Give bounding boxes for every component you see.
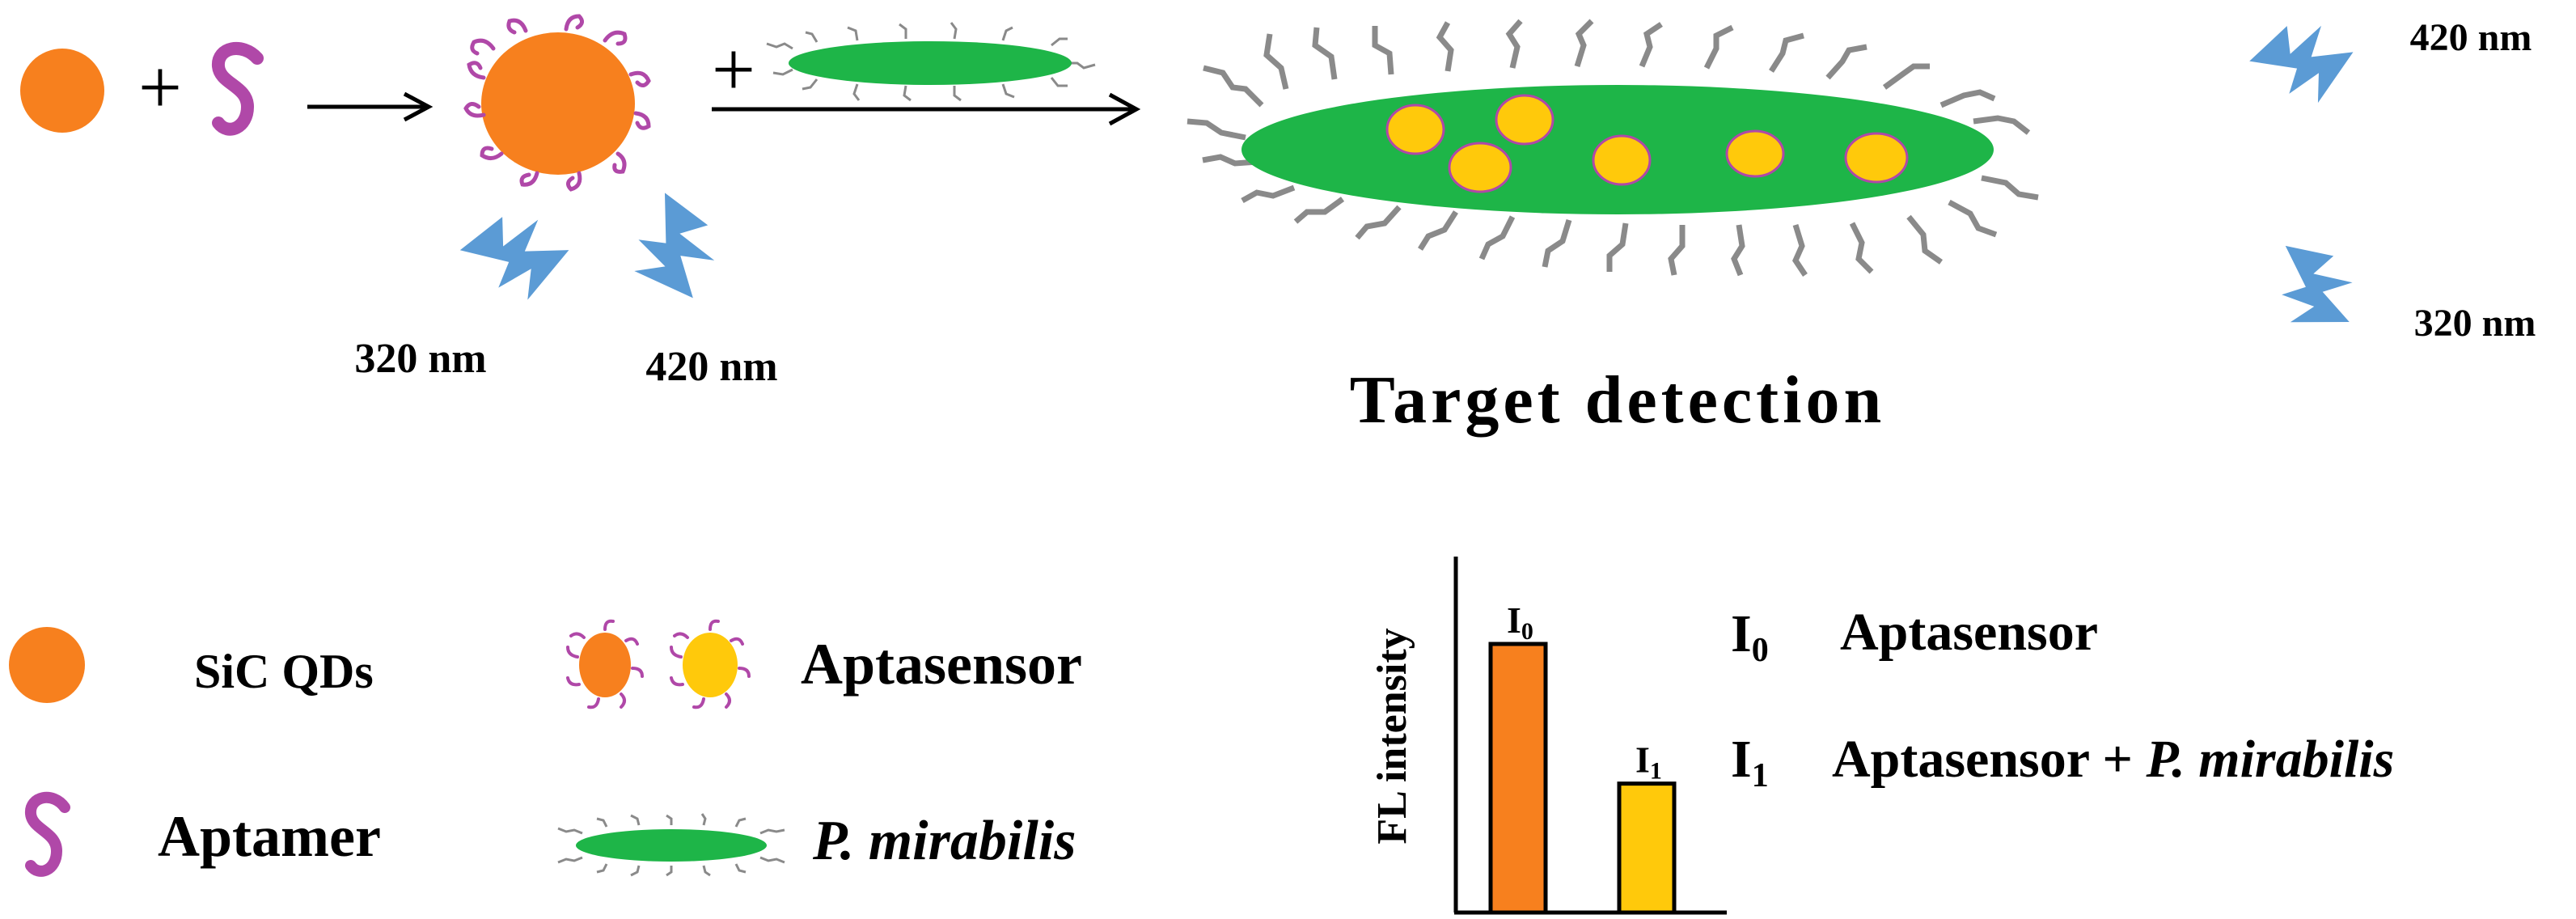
svg-text:I0: I0 <box>1731 604 1769 669</box>
bacterium-small-top <box>766 22 1096 102</box>
svg-text:Aptasensor + P. mirabilis: Aptasensor + P. mirabilis <box>1832 730 2394 789</box>
bar-i0 <box>1488 642 1548 915</box>
chart-legend-i1-sub: 1 <box>1752 757 1769 794</box>
legend-aptamer-label: Aptamer <box>158 804 381 869</box>
legend-p-mirabilis-label: P. mirabilis <box>812 810 1076 872</box>
chart-legend-i1-main: I <box>1731 730 1752 789</box>
aptamer-icon <box>212 41 264 136</box>
chart-legend-i1-text: Aptasensor + <box>1832 730 2146 789</box>
chart-legend-i1: I1 Aptasensor + P. mirabilis <box>1731 730 2394 794</box>
target-detection-label: Target detection <box>1350 362 1885 438</box>
arrow-2 <box>712 92 1141 126</box>
legend-sic-qd-dot <box>9 627 85 703</box>
legend-aptasensor-label: Aptasensor <box>801 632 1082 697</box>
aptasensor-large <box>463 14 651 192</box>
legend-aptasensor-yellow <box>670 619 751 709</box>
label-420nm-right: 420 nm <box>2410 16 2532 59</box>
legend-aptamer-icon <box>25 791 70 877</box>
plus-sign-2: + <box>712 26 755 112</box>
chart-legend-i0-text: Aptasensor <box>1840 603 2098 662</box>
label-420nm-left: 420 nm <box>645 344 777 390</box>
bacterium-target <box>1186 19 2039 277</box>
bar-i1 <box>1617 781 1677 915</box>
chart-legend-i0: I0 Aptasensor <box>1731 603 2098 669</box>
chart-legend-i0-main: I <box>1731 604 1752 663</box>
label-320nm-right: 320 nm <box>2414 302 2536 345</box>
chart-legend-i1-text-italic: P. mirabilis <box>2145 730 2394 789</box>
light-bolt-320-right <box>2253 232 2375 348</box>
arrow-1 <box>307 91 434 122</box>
plus-sign-1: + <box>138 44 182 130</box>
label-320nm-left: 320 nm <box>354 336 486 382</box>
legend-aptasensor-orange <box>566 619 644 709</box>
legend-sic-qds-label: SiC QDs <box>194 645 374 698</box>
bar-label-i0: I0 <box>1507 599 1533 645</box>
light-bolt-420-left <box>607 183 738 317</box>
chart-y-axis-label: FL intensity <box>1369 628 1415 844</box>
sic-qd-dot <box>20 49 104 133</box>
light-bolt-320-left <box>454 199 581 316</box>
bar-label-i1: I1 <box>1635 739 1662 785</box>
light-bolt-420-right <box>2242 5 2367 122</box>
svg-text:I1: I1 <box>1731 730 1769 794</box>
chart-legend-i0-sub: 0 <box>1752 632 1769 669</box>
legend-bacterium-icon <box>557 813 785 877</box>
